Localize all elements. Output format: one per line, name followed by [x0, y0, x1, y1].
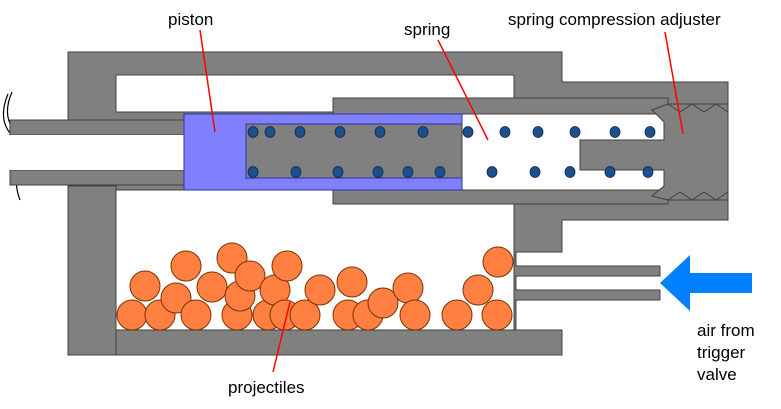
air-arrow-icon	[660, 255, 752, 311]
spring-coil	[609, 126, 621, 138]
spring-coil	[462, 126, 474, 138]
projectile	[234, 260, 266, 292]
spring-coil	[264, 126, 276, 138]
projectiles	[116, 242, 514, 331]
spring-coil	[334, 126, 346, 138]
projectile	[160, 282, 192, 314]
projectile	[180, 299, 212, 331]
projectile	[481, 299, 513, 331]
projectile	[392, 272, 424, 304]
spring-coil	[372, 166, 384, 178]
spring-coil	[417, 126, 429, 138]
spring-coil	[247, 126, 259, 138]
spring-compression-adjuster	[579, 103, 729, 201]
spring-coils	[247, 126, 656, 178]
projectile	[289, 299, 321, 331]
spring-coil	[499, 126, 511, 138]
barrel-tube	[9, 119, 186, 186]
projectile	[170, 250, 202, 282]
spring-leader	[437, 39, 489, 141]
label-air-line3: valve	[697, 365, 737, 384]
label-air-line2: trigger	[697, 343, 746, 362]
projectiles-leader	[272, 301, 291, 373]
piston	[183, 113, 463, 191]
spring-coil	[247, 166, 259, 178]
adjuster-leader	[664, 31, 684, 135]
projectile	[399, 299, 431, 331]
spring-coil	[564, 166, 576, 178]
spring-coil	[604, 166, 616, 178]
projectile	[336, 266, 368, 298]
projectile	[482, 246, 514, 278]
spring-coil	[486, 166, 498, 178]
projectile	[462, 274, 494, 306]
spring-coil	[569, 126, 581, 138]
projectile	[271, 250, 303, 282]
projectile	[116, 299, 148, 331]
barrel-wavy-end-2	[2, 93, 11, 134]
spring-coil	[532, 126, 544, 138]
projectile	[304, 274, 336, 306]
spring-coil	[332, 166, 344, 178]
spring-coil	[374, 126, 386, 138]
projectile	[367, 287, 399, 319]
projectile	[441, 299, 473, 331]
label-piston: piston	[168, 10, 213, 29]
spring-coil	[529, 166, 541, 178]
projectile	[129, 270, 161, 302]
spring-coil	[294, 126, 306, 138]
piston-leader	[199, 29, 216, 133]
label-adjuster: spring compression adjuster	[508, 10, 721, 29]
label-spring: spring	[404, 20, 450, 39]
spring-coil	[434, 166, 446, 178]
spring-coil	[402, 166, 414, 178]
spring-coil	[642, 166, 654, 178]
projectile	[196, 271, 228, 303]
label-air-line1: air from	[697, 321, 755, 340]
spring-coil	[290, 166, 302, 178]
label-projectiles: projectiles	[228, 378, 305, 397]
leader-lines	[199, 29, 684, 373]
spring-coil	[644, 126, 656, 138]
